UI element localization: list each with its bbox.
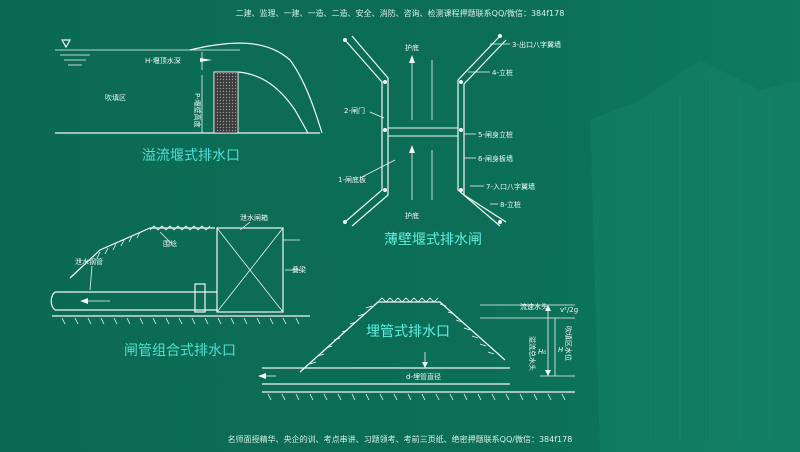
flow-head-label: 流速水头 [520, 302, 548, 311]
label-7: 7-入口八字翼墙 [486, 182, 535, 191]
label-8: 8-立桩 [500, 200, 521, 209]
label-3: 3-出口八字翼墙 [512, 40, 561, 49]
weir-p-label: P-堰壁高度 [193, 93, 202, 128]
gate-bar [387, 127, 459, 137]
label-6: 6-闸身板墙 [478, 154, 513, 163]
h0-label: H₀ [538, 348, 546, 356]
buried-diagram: 流速水头 v²/2g 溢流总水头 H₀ H 吹填区水位 d-埋管直径 埋管式排水… [258, 297, 578, 401]
weir-diagram: H-堰顶水深 P-堰壁高度 吹填区 溢流堰式排水口 [55, 39, 323, 164]
weir-h-label: H-堰顶水深 [145, 56, 181, 65]
background-building [590, 60, 800, 452]
footer-text: 名师面授精华、央企的训、考点串讲、习题领考、考前三页纸、绝密押题联系QQ/微信：… [227, 435, 573, 444]
thinwall-title: 薄壁堰式排水闸 [384, 232, 482, 248]
weir-title: 溢流堰式排水口 [142, 148, 240, 164]
label-4: 4-立桩 [492, 68, 513, 77]
water-level-label: 吹填区水位 [564, 326, 573, 361]
velocity-formula: v²/2g [560, 306, 578, 314]
weir-fill-label: 吹填区 [105, 93, 126, 102]
apron-bottom-label: 护底 [405, 211, 419, 220]
combo-pipe-label: 泄水钢管 [75, 257, 103, 266]
h-label: H [558, 346, 564, 354]
combo-diagram: 泄水闸箱 围埝 泄水钢管 叠梁 闸管组合式排水口 [50, 213, 310, 359]
thinwall-diagram: 护底 护底 3-出口八字翼墙 4-立桩 2-闸门 5-闸身立桩 6-闸身板墙 1… [338, 34, 561, 248]
combo-title: 闸管组合式排水口 [124, 343, 236, 359]
water-level-symbol [60, 39, 72, 49]
combo-box-label: 泄水闸箱 [240, 213, 268, 222]
apron-top-label: 护底 [405, 43, 419, 52]
header-text: 二建、监理、一建、一造、二造、安全、消防、咨询、检测课程押题联系QQ/微信：38… [235, 9, 565, 18]
combo-stoplog-label: 叠梁 [292, 265, 306, 274]
gate-box [216, 227, 284, 313]
overflow-head-label: 溢流总水头 [528, 336, 537, 371]
pipe-diameter-label: d-埋管直径 [406, 372, 441, 381]
combo-bund-label: 围埝 [163, 239, 177, 248]
label-5: 5-闸身立桩 [478, 130, 513, 139]
label-2: 2-闸门 [344, 106, 365, 115]
label-1: 1-闸底板 [338, 175, 366, 184]
buried-title: 埋管式排水口 [366, 324, 450, 340]
